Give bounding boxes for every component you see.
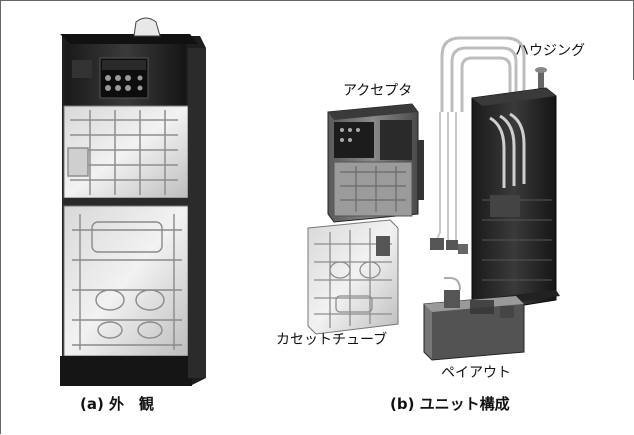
acceptor-image: [327, 103, 424, 223]
exterior-unit-image: [60, 17, 206, 386]
payout-label: ペイアウト: [441, 365, 511, 381]
housing-image: [430, 36, 560, 313]
payout-image: [423, 277, 525, 361]
acceptor-label: アクセプタ: [343, 83, 413, 99]
housing-label: ハウジング: [515, 43, 585, 59]
caption-exterior: (a) 外 観: [80, 395, 155, 413]
cassette-tube-label: カセットチューブ: [276, 332, 388, 348]
cassette-tube-image: [307, 219, 399, 335]
caption-unit-structure: (b) ユニット構成: [390, 395, 510, 413]
